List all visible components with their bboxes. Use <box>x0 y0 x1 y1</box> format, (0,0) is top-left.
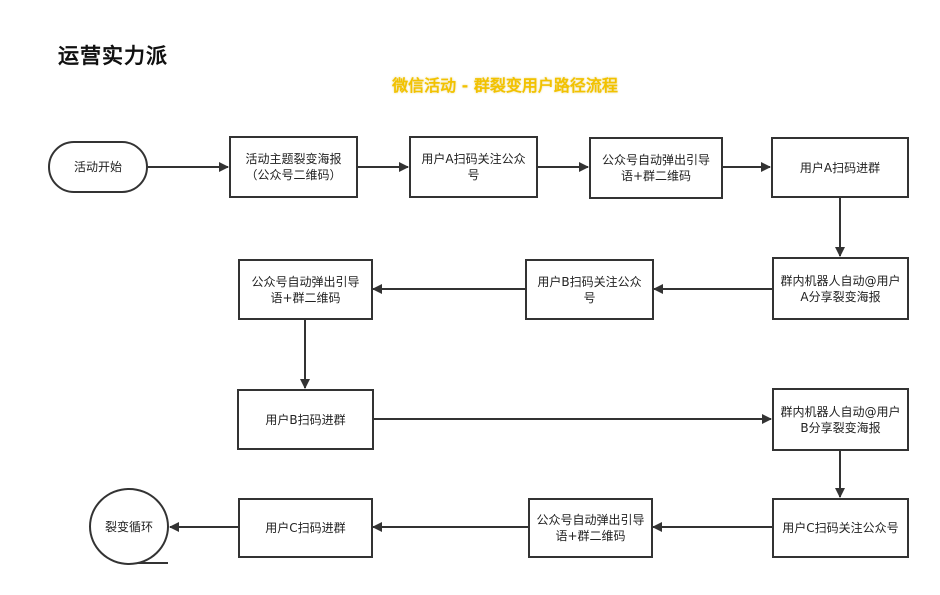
node-a-join: 用户A扫码进群 <box>771 137 909 198</box>
node-label: 公众号自动弹出引导语+群二维码 <box>251 274 360 305</box>
node-end: 裂变循环 <box>89 488 169 565</box>
node-label: 群内机器人自动@用户A分享裂变海报 <box>780 273 901 304</box>
node-label: 群内机器人自动@用户B分享裂变海报 <box>780 404 901 435</box>
node-a-popup: 公众号自动弹出引导语+群二维码 <box>589 137 723 199</box>
node-b-join: 用户B扫码进群 <box>237 389 374 450</box>
node-b-follow: 用户B扫码关注公众号 <box>525 259 654 320</box>
node-b-popup: 公众号自动弹出引导语+群二维码 <box>238 259 373 320</box>
node-label: 活动开始 <box>73 160 122 174</box>
node-c-follow: 用户C扫码关注公众号 <box>772 498 909 558</box>
node-label: 用户B扫码进群 <box>265 412 346 427</box>
node-c-join: 用户C扫码进群 <box>238 498 373 558</box>
node-label: 用户B扫码关注公众号 <box>537 274 642 305</box>
diagram-title: 微信活动 - 群裂变用户路径流程 <box>392 76 618 95</box>
node-label: 用户C扫码关注公众号 <box>782 521 899 535</box>
node-c-popup: 公众号自动弹出引导语+群二维码 <box>528 498 653 558</box>
node-label: 活动主题裂变海报（公众号二维码） <box>245 152 342 182</box>
node-a-follow: 用户A扫码关注公众号 <box>409 136 538 198</box>
brand-logo-text: 运营实力派 <box>58 44 168 68</box>
node-b-bot: 群内机器人自动@用户B分享裂变海报 <box>772 388 909 451</box>
node-label: 用户C扫码进群 <box>265 521 346 535</box>
node-a-bot: 群内机器人自动@用户A分享裂变海报 <box>772 257 909 320</box>
node-label: 裂变循环 <box>104 519 153 534</box>
node-label: 用户A扫码关注公众号 <box>421 152 526 182</box>
node-label: 公众号自动弹出引导语+群二维码 <box>601 153 710 183</box>
node-poster: 活动主题裂变海报（公众号二维码） <box>229 136 358 198</box>
node-start: 活动开始 <box>48 141 148 193</box>
node-label: 公众号自动弹出引导语+群二维码 <box>536 513 645 543</box>
node-label: 用户A扫码进群 <box>799 160 881 175</box>
